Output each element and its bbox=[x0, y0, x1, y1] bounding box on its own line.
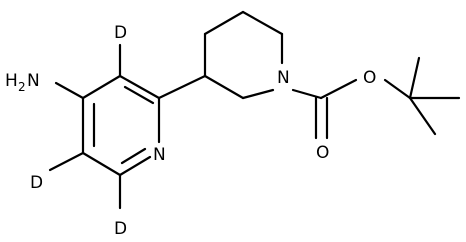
bond-pip-c4-c5 bbox=[203, 10, 245, 36]
bond-c3-c4 bbox=[81, 74, 122, 100]
bond-n-carbonyl bbox=[291, 88, 323, 100]
bond-tbu-me-down bbox=[408, 96, 437, 136]
bond-c-o-ester bbox=[319, 78, 358, 100]
bond-c4-nh2 bbox=[54, 81, 85, 100]
bond-c2-pip-c3 bbox=[157, 74, 207, 100]
ester-o-label: O bbox=[363, 68, 376, 88]
bond-c5-d bbox=[48, 151, 85, 172]
bond-c3-c2 bbox=[118, 74, 161, 100]
bond-n1-c6-inner bbox=[120, 147, 147, 165]
bond-o-tbu bbox=[383, 78, 412, 100]
piperidine-n-label: N bbox=[277, 68, 290, 88]
amine-h-label: H bbox=[5, 71, 18, 91]
deuterium-label-left: D bbox=[30, 173, 43, 193]
amine-subscript-label: 2 bbox=[18, 80, 26, 94]
bond-pip-c2-c3 bbox=[203, 74, 245, 100]
deuterium-label-top: D bbox=[114, 23, 127, 43]
bond-n1-c6 bbox=[118, 155, 152, 177]
amine-n-label: N bbox=[27, 71, 40, 91]
bond-pip-c5-c6 bbox=[241, 10, 284, 36]
bond-c6-c5 bbox=[81, 151, 122, 177]
carbonyl-o-label: O bbox=[316, 143, 329, 163]
deuterium-label-bottom: D bbox=[114, 219, 127, 239]
bond-tbu-me-up bbox=[408, 56, 421, 100]
bond-c3-c2-inner bbox=[123, 85, 155, 105]
bond-pip-n-c2 bbox=[241, 88, 275, 100]
pyridine-n-label: N bbox=[153, 145, 166, 165]
